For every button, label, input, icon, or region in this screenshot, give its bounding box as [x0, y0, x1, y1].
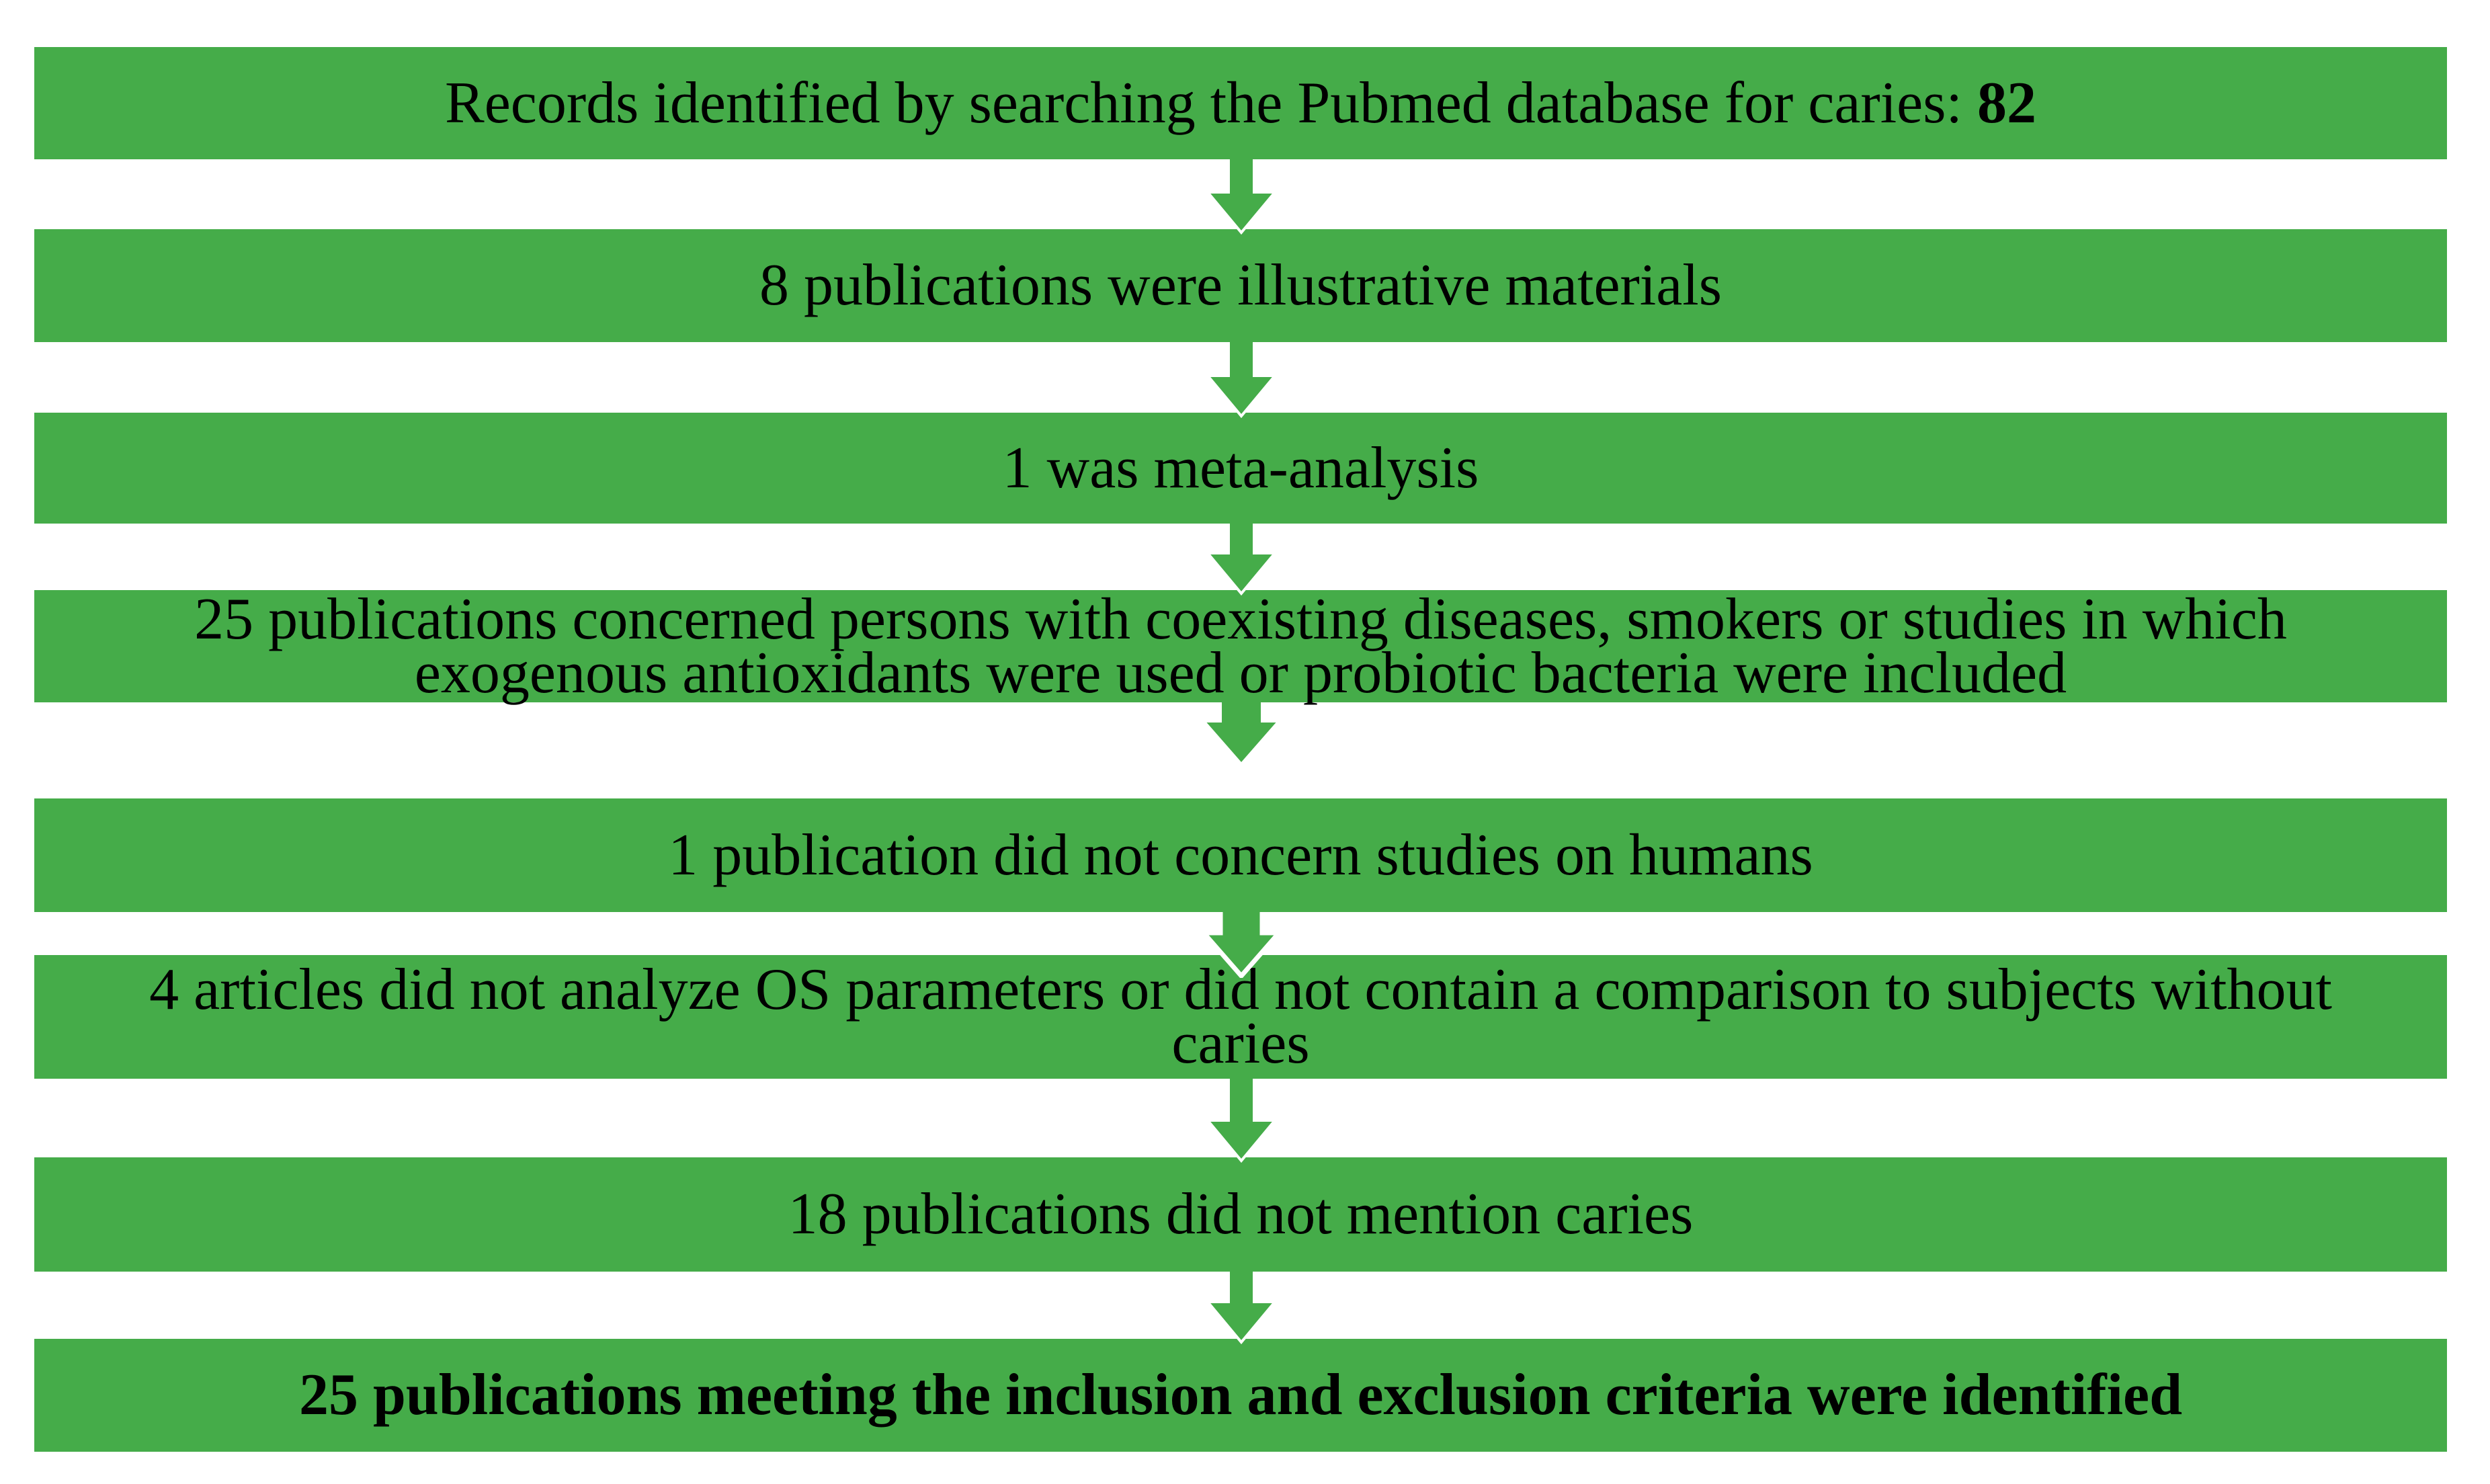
arrow-down-icon [1204, 524, 1278, 595]
flow-step-text: 25 publications meeting the inclusion an… [298, 1362, 2183, 1428]
flow-step-text: 25 publications concerned persons with c… [194, 586, 2287, 706]
flow-step-text: 4 articles did not analyze OS parameters… [149, 957, 2332, 1076]
flow-step-final-included: 25 publications meeting the inclusion an… [34, 1339, 2447, 1452]
flow-step-not-humans: 1 publication did not concern studies on… [34, 798, 2447, 912]
flow-step-no-caries-mention: 18 publications did not mention caries [34, 1157, 2447, 1272]
flow-step-text: 8 publications were illustrative materia… [759, 253, 1723, 318]
arrow-down-icon [1200, 702, 1282, 766]
flow-step-illustrative-materials: 8 publications were illustrative materia… [34, 229, 2447, 342]
flow-step-text: 1 publication did not concern studies on… [668, 822, 1813, 888]
arrow-down-icon [1204, 1272, 1278, 1344]
flow-step-text: Records identified by searching the Pubm… [445, 70, 2036, 136]
records-count: 82 [1977, 70, 2036, 136]
flow-step-text: 1 was meta-analysis [1002, 435, 1479, 501]
arrow-down-icon [1204, 342, 1278, 418]
arrow-down-icon [1200, 912, 1283, 978]
flow-step-coexisting-diseases: 25 publications concerned persons with c… [34, 586, 2447, 706]
flow-step-records-identified: Records identified by searching the Pubm… [34, 47, 2447, 159]
arrow-down-icon [1204, 159, 1278, 235]
arrow-down-icon [1204, 1079, 1278, 1163]
flow-step-meta-analysis: 1 was meta-analysis [34, 413, 2447, 524]
flow-step-text: 18 publications did not mention caries [788, 1182, 1694, 1247]
